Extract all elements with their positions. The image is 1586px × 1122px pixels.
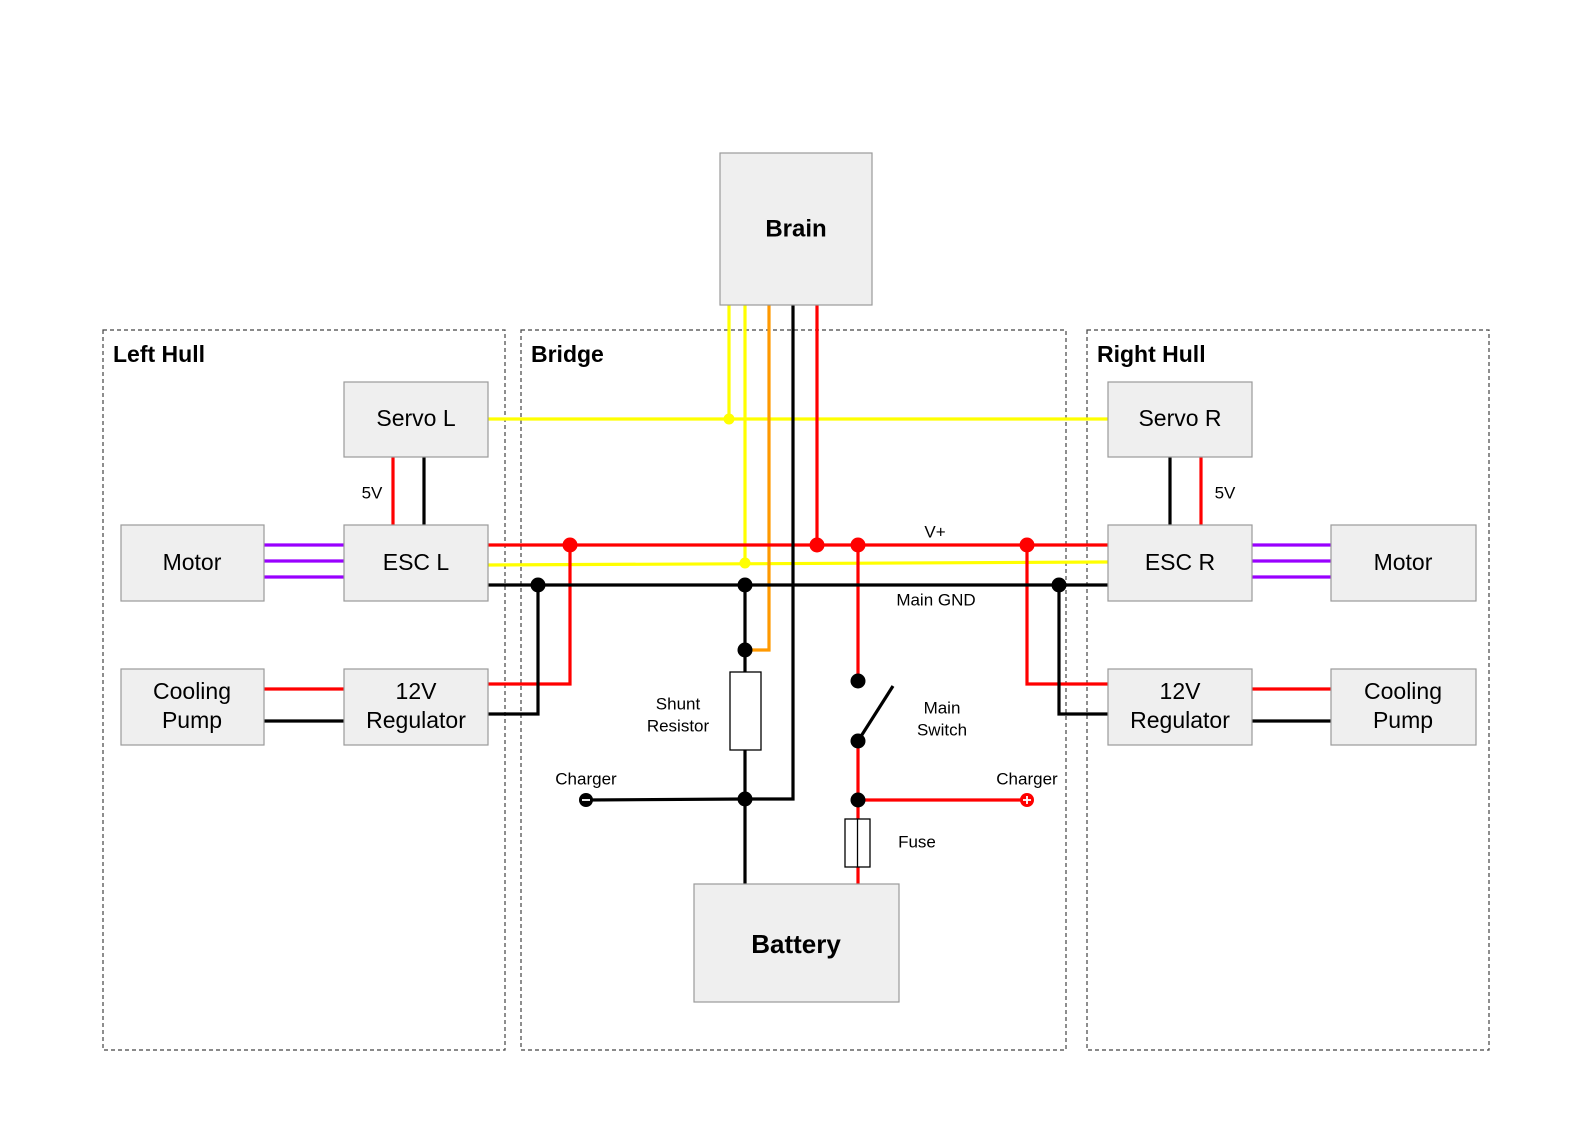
bridge-title: Bridge	[531, 341, 604, 367]
junction-dot	[530, 577, 546, 593]
main-switch-label-1: Main	[924, 698, 961, 717]
battery-box: Battery	[693, 883, 900, 1003]
left-hull-region: Left Hull	[102, 329, 506, 1051]
motor-r-box: Motor	[1330, 524, 1477, 602]
pump-l-label-1: Cooling	[153, 678, 231, 704]
brain-shunt-sense-wire	[745, 305, 771, 652]
fuse-label: Fuse	[898, 832, 936, 851]
brain-gnd-wire	[745, 305, 795, 801]
esc-l-label: ESC L	[383, 549, 450, 575]
wires	[264, 305, 1331, 884]
brain-label: Brain	[765, 215, 826, 242]
junction-dot	[809, 537, 825, 553]
motor-l-label: Motor	[163, 549, 222, 575]
pump-l-box: Cooling Pump	[120, 668, 265, 746]
pump-r-label-1: Cooling	[1364, 678, 1442, 704]
pump-r-box: Cooling Pump	[1330, 668, 1477, 746]
junction-dot	[737, 791, 753, 807]
servo-l-box: Servo L	[343, 381, 489, 458]
junction-dot	[850, 733, 866, 749]
right-hull-region: Right Hull	[1086, 329, 1490, 1051]
esc-signal-bus	[487, 560, 1109, 567]
junction-dot	[739, 557, 751, 569]
battery-label: Battery	[751, 929, 841, 959]
reg-r-box: 12V Regulator	[1107, 668, 1253, 746]
reg-r-vplus-wire	[1025, 545, 1108, 686]
junction-dot	[1019, 537, 1035, 553]
main-gnd-label: Main GND	[896, 590, 975, 609]
servo-r-box: Servo R	[1107, 381, 1253, 458]
shunt-resistor	[729, 671, 762, 751]
junction-dot	[737, 642, 753, 658]
reg-r-label-2: Regulator	[1130, 707, 1230, 733]
brain-box: Brain	[719, 152, 873, 306]
reg-l-vplus-wire	[488, 545, 572, 686]
junction-dot	[850, 673, 866, 689]
main-switch-lever	[856, 685, 895, 742]
esc-r-box: ESC R	[1107, 524, 1253, 602]
charger-neg-wire	[585, 797, 746, 802]
esc-l-box: ESC L	[343, 524, 489, 602]
shunt-label-2: Resistor	[647, 716, 710, 735]
junctions	[530, 413, 1067, 808]
pump-r-label-2: Pump	[1373, 707, 1433, 733]
junction-dot	[737, 577, 753, 593]
motor-r-label: Motor	[1374, 549, 1433, 575]
junction-dot	[1051, 577, 1067, 593]
junction-dot	[850, 792, 866, 808]
reg-l-gnd-wire	[488, 585, 540, 716]
shunt-label-1: Shunt	[656, 694, 701, 713]
charger-pos-terminal	[1020, 793, 1034, 807]
reg-r-label-1: 12V	[1160, 678, 1202, 704]
junction-dot	[723, 413, 735, 425]
v-plus-label: V+	[924, 522, 945, 541]
junction-dot	[562, 537, 578, 553]
bridge-region: Bridge	[520, 329, 1067, 1051]
charger-neg-label: Charger	[555, 769, 617, 788]
reg-l-box: 12V Regulator	[343, 668, 489, 746]
five-v-l-label: 5V	[362, 483, 383, 502]
five-v-r-label: 5V	[1215, 483, 1236, 502]
esc-r-label: ESC R	[1145, 549, 1215, 575]
right-hull-title: Right Hull	[1097, 341, 1206, 367]
left-hull-title: Left Hull	[113, 341, 205, 367]
main-switch-label-2: Switch	[917, 720, 967, 739]
servo-r-label: Servo R	[1138, 405, 1221, 431]
reg-l-label-2: Regulator	[366, 707, 466, 733]
charger-pos-label: Charger	[996, 769, 1058, 788]
charger-neg-terminal	[579, 793, 593, 807]
junction-dot	[850, 537, 866, 553]
reg-l-label-1: 12V	[396, 678, 438, 704]
motor-l-box: Motor	[120, 524, 265, 602]
pump-l-label-2: Pump	[162, 707, 222, 733]
servo-l-label: Servo L	[376, 405, 455, 431]
reg-r-gnd-wire	[1057, 585, 1108, 716]
